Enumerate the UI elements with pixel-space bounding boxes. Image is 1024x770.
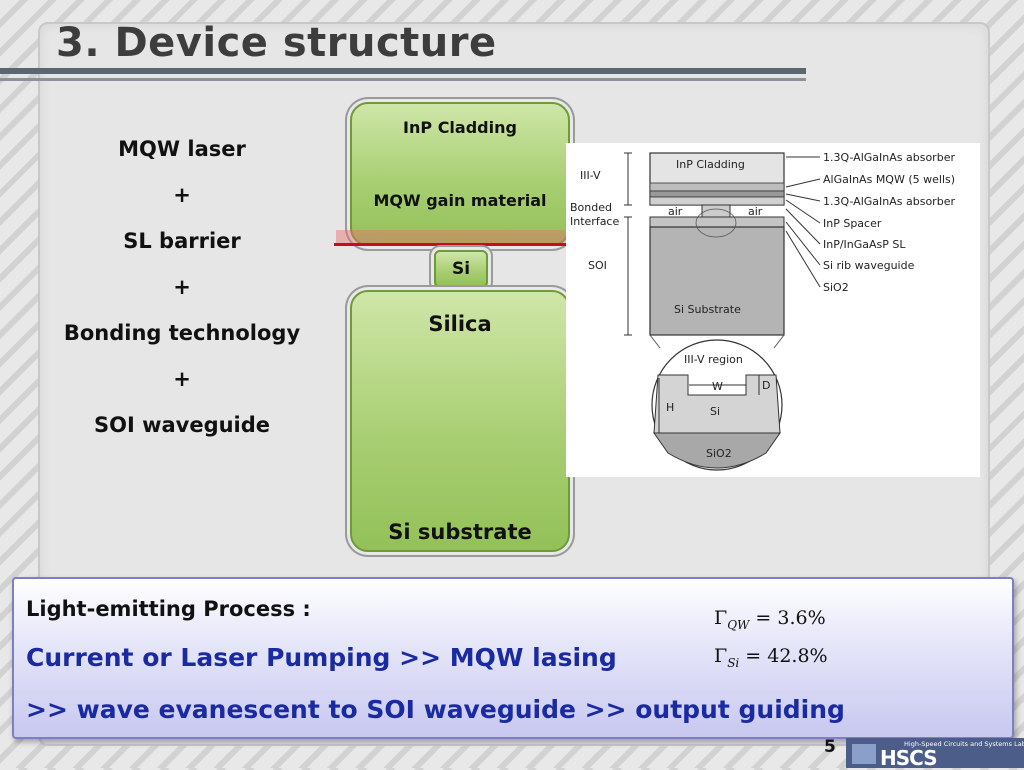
si-label: Si [451, 259, 471, 279]
label-absorber-top: 1.3Q-AlGaInAs absorber [823, 151, 955, 164]
lab-logo: High-Speed Circuits and Systems Laborato… [846, 738, 1024, 770]
logo-subtitle: High-Speed Circuits and Systems Laborato… [904, 740, 1024, 748]
stack-plus: + [173, 183, 191, 207]
label-air-right: air [748, 205, 763, 218]
label-inp-spacer: InP Spacer [823, 217, 882, 230]
label-si-rib: Si rib waveguide [823, 259, 915, 272]
label-sio2: SiO2 [706, 447, 732, 460]
device-figure: III-V Bonded Interface SOI InP Cladding … [566, 143, 980, 477]
label-iii-v: III-V [580, 169, 601, 182]
bonding-band [336, 230, 584, 244]
label-w: W [712, 380, 723, 393]
gamma-symbol: Γ [714, 645, 728, 667]
stack-item-soi-waveguide: SOI waveguide [93, 413, 271, 437]
gamma-symbol: Γ [714, 607, 728, 629]
eq1-subscript: QW [727, 617, 750, 632]
eq2-value: = 42.8% [745, 645, 828, 667]
title-underline-thin [0, 78, 806, 81]
label-mqw-wells: AlGaInAs MQW (5 wells) [823, 173, 956, 186]
device-schematic [624, 152, 821, 471]
process-line-2: >> wave evanescent to SOI waveguide >> o… [26, 695, 845, 724]
title-underline [0, 68, 806, 74]
label-d: D [762, 379, 771, 392]
si-substrate-label: Si substrate [388, 520, 532, 544]
si-rib-block: Si [434, 250, 488, 288]
iii-v-block: InP Cladding MQW gain material [350, 102, 570, 246]
process-line-1: Current or Laser Pumping >> MQW lasing [26, 643, 617, 672]
page-number: 5 [824, 737, 836, 757]
silica-label: Silica [428, 312, 492, 336]
label-si-substrate: Si Substrate [674, 303, 741, 316]
logo-mark-icon [852, 744, 876, 764]
process-box: Light-emitting Process : Current or Lase… [12, 577, 1014, 739]
label-sl: InP/InGaAsP SL [823, 238, 906, 251]
label-h: H [666, 401, 675, 414]
label-soi: SOI [588, 259, 607, 272]
label-absorber-bottom: 1.3Q-AlGaInAs absorber [823, 195, 955, 208]
label-inp-cladding: InP Cladding [676, 158, 745, 171]
slide-title: 3. Device structure [56, 20, 497, 66]
label-iii-v-region: III-V region [684, 353, 743, 366]
soi-block: Silica Si substrate [350, 290, 570, 552]
technology-stack: MQW laser + SL barrier + Bonding technol… [52, 132, 312, 454]
stack-item-mqw-laser: MQW laser [118, 137, 246, 161]
mqw-gain-label: MQW gain material [373, 191, 547, 210]
label-bonded-interface: Bonded Interface [570, 201, 620, 228]
confinement-qw-equation: ΓQW = 3.6% [714, 607, 826, 632]
eq1-value: = 3.6% [755, 607, 826, 629]
stack-item-bonding: Bonding technology [63, 321, 301, 345]
stack-plus: + [173, 367, 191, 391]
stack-plus: + [173, 275, 191, 299]
label-air-left: air [668, 205, 683, 218]
bonding-interface-line [334, 243, 584, 246]
inp-cladding-label: InP Cladding [403, 118, 517, 137]
stack-item-sl-barrier: SL barrier [123, 229, 241, 253]
eq2-subscript: Si [727, 655, 740, 670]
label-sio2-right: SiO2 [823, 281, 849, 294]
label-si: Si [710, 405, 721, 418]
confinement-si-equation: ΓSi = 42.8% [714, 645, 828, 670]
process-heading: Light-emitting Process : [26, 597, 311, 621]
logo-text: HSCS [880, 746, 938, 770]
